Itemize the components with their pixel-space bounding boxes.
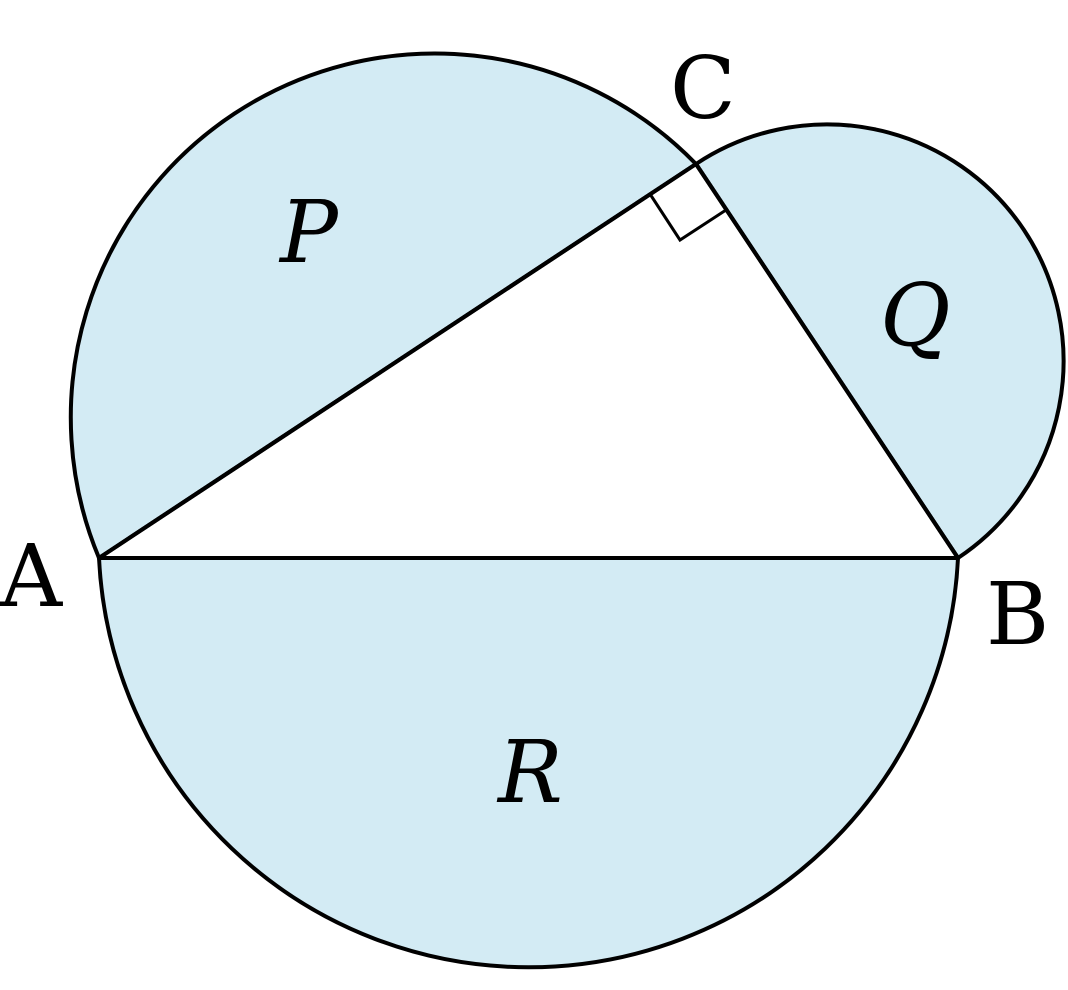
region-label-r: R [496, 723, 563, 823]
vertex-label-c: C [670, 39, 736, 139]
semicircle-r [97, 556, 960, 970]
vertex-label-b: B [986, 565, 1049, 665]
side-ac [97, 162, 698, 560]
side-cb [694, 162, 960, 560]
region-label-q: Q [880, 266, 951, 366]
vertex-label-a: A [0, 527, 63, 627]
semicircle-p [68, 51, 698, 560]
semicircle-q [694, 122, 1066, 560]
right-angle-marker [648, 193, 727, 243]
region-label-p: P [278, 183, 340, 283]
